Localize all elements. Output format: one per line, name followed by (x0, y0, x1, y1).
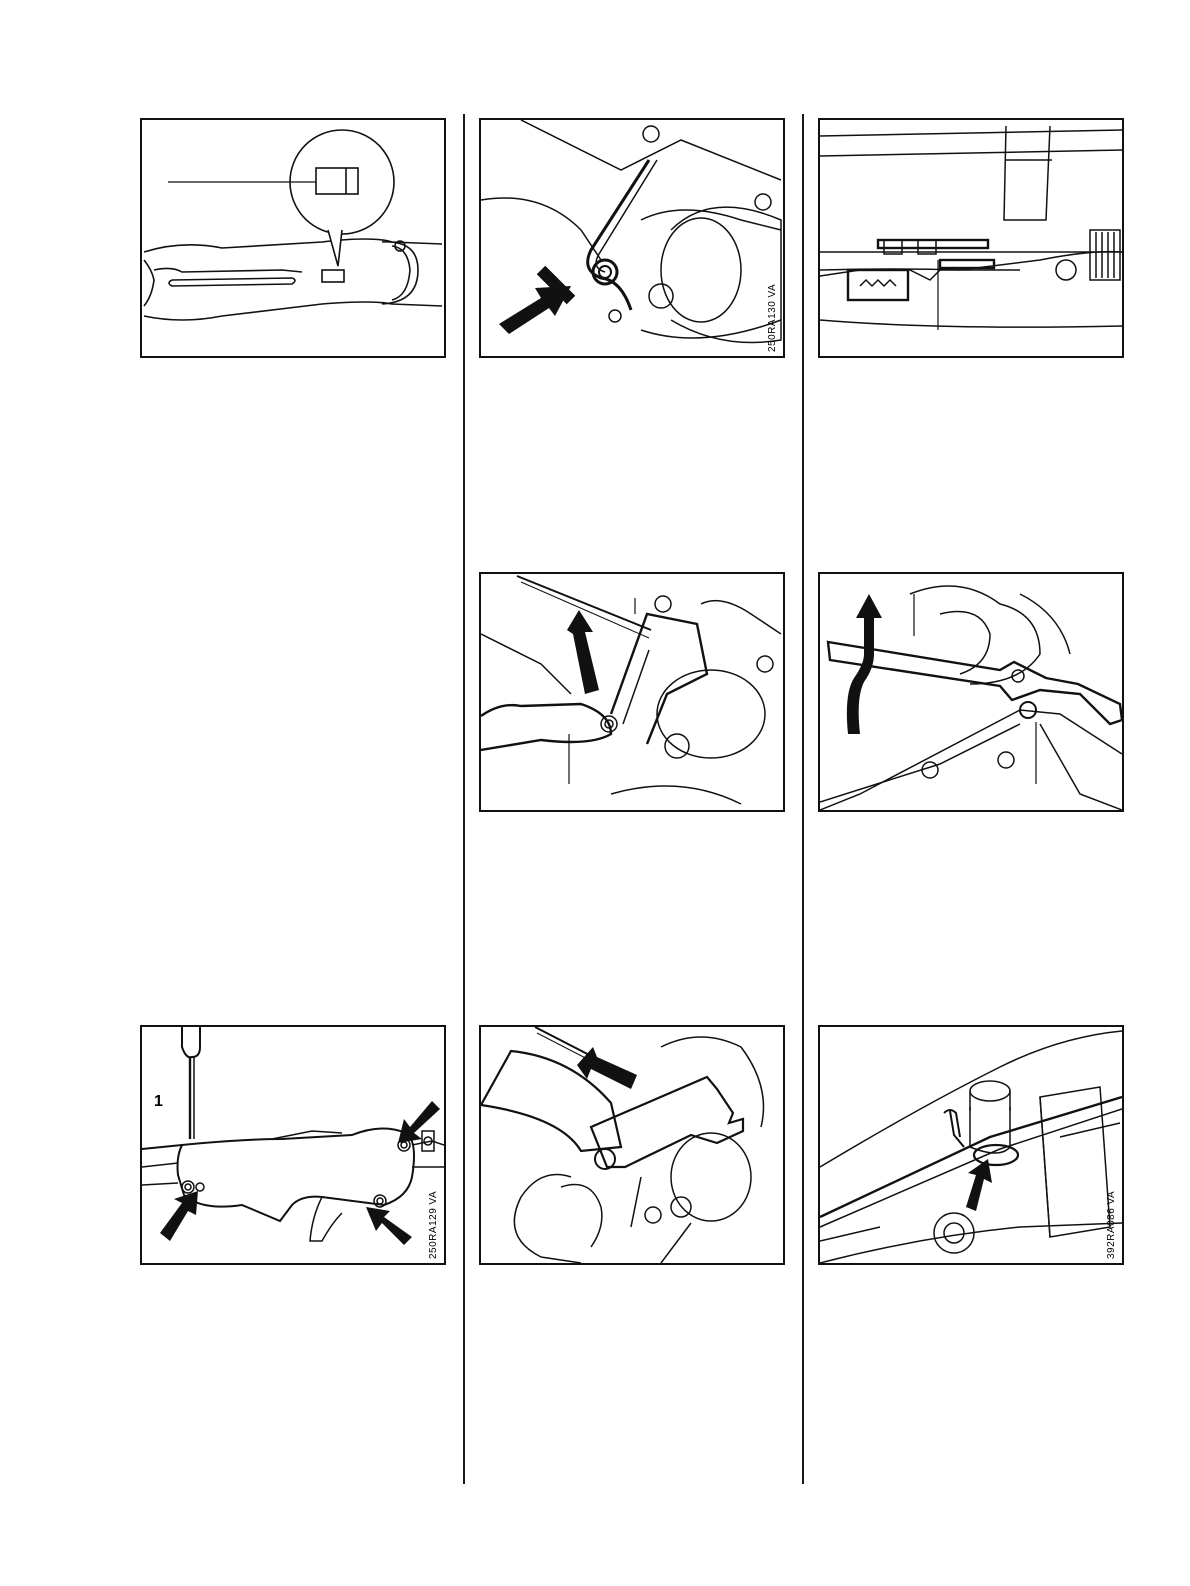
figure-trigger-removal (479, 1025, 785, 1265)
section-illustration (820, 120, 1122, 356)
column-divider-right (802, 114, 804, 1484)
figure-lever-with-pliers (479, 572, 785, 812)
figure-code: 250RA130 VA (767, 284, 778, 352)
trigger-illustration (481, 1027, 783, 1263)
figure-torsion-spring: 250RA130 VA (479, 118, 785, 358)
pliers-illustration (481, 574, 783, 810)
shaft-illustration (142, 120, 444, 356)
column-divider-left (463, 114, 465, 1484)
figure-clip-detail: 392RA086 VA (818, 1025, 1124, 1265)
lever-lift-illustration (820, 574, 1122, 810)
figure-shaft-marking-detail (140, 118, 446, 358)
clip-illustration (820, 1027, 1122, 1263)
figure-housing-screws: 1 250RA129 VA (140, 1025, 446, 1265)
figure-shaft-section (818, 118, 1124, 358)
figure-lever-lift (818, 572, 1124, 812)
callout-number: 1 (154, 1093, 163, 1111)
spring-illustration (481, 120, 783, 356)
housing-illustration (142, 1027, 444, 1263)
figure-code: 250RA129 VA (428, 1191, 439, 1259)
figure-code: 392RA086 VA (1106, 1191, 1117, 1259)
